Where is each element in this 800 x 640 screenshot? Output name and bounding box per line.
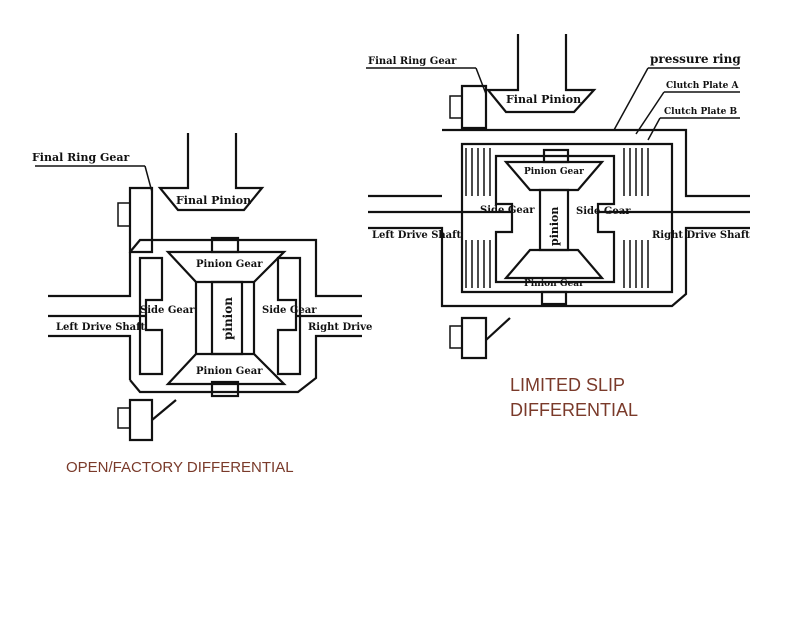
open-final-pinion-shape [157, 133, 265, 212]
lsd-left-drive-shaft-label: Left Drive Shaft [372, 230, 461, 241]
lsd-pinion-gear-bottom [503, 248, 605, 280]
lsd-clutch-plate-a-label: Clutch Plate A [666, 81, 739, 91]
lsd-side-gear-left-label: Side Gear [480, 205, 535, 216]
lsd-pinion-gear-bottom-label: Pinion Gear [524, 279, 584, 289]
lsd-final-pinion-shape [485, 34, 597, 114]
lsd-caption-line1: LIMITED SLIP [510, 375, 625, 395]
lsd-diagram: Final Ring Gear Final Pinion pressure ri… [366, 34, 750, 420]
open-differential-diagram: Final Ring Gear Final Pinion Pinion Gear… [32, 133, 372, 476]
open-final-pinion-label: Final Pinion [176, 194, 251, 207]
open-right-drive-label: Right Drive [308, 322, 372, 333]
open-pinion-label: pinion [221, 297, 235, 340]
lsd-clutch-packs [465, 148, 649, 288]
lsd-pinion-gear-top [503, 160, 605, 192]
lsd-ring-gear-shape [460, 84, 488, 130]
open-housing-outer [48, 238, 362, 394]
open-pinion-shaft [210, 280, 244, 356]
lsd-pinion-gear-top-label: Pinion Gear [524, 167, 584, 177]
open-side-gear-right-label: Side Gear [262, 305, 317, 316]
lsd-final-ring-gear-label: Final Ring Gear [368, 56, 457, 67]
lsd-right-drive-shaft-label: Right Drive Shaft [652, 230, 750, 241]
lsd-final-pinion-label: Final Pinion [506, 93, 581, 106]
open-ring-gear-shape [128, 186, 154, 254]
lsd-clutch-plate-b-label: Clutch Plate B [664, 107, 737, 117]
lsd-pressure-ring-label: pressure ring [650, 52, 741, 66]
open-left-drive-shaft-label: Left Drive Shaft [56, 322, 145, 333]
lsd-pinion-shaft [538, 188, 570, 252]
open-pinion-gear-top-label: Pinion Gear [196, 259, 263, 270]
open-caption: OPEN/FACTORY DIFFERENTIAL [66, 459, 294, 476]
lsd-caption-line2: DIFFERENTIAL [510, 400, 638, 420]
lsd-pinion-label: pinion [548, 207, 561, 246]
open-final-ring-gear-label: Final Ring Gear [32, 151, 129, 164]
lsd-side-gear-right-label: Side Gear [576, 206, 631, 217]
lsd-housing-outer [368, 128, 750, 308]
open-pinion-gear-bottom-label: Pinion Gear [196, 366, 263, 377]
open-side-gear-left-label: Side Gear [140, 305, 195, 316]
